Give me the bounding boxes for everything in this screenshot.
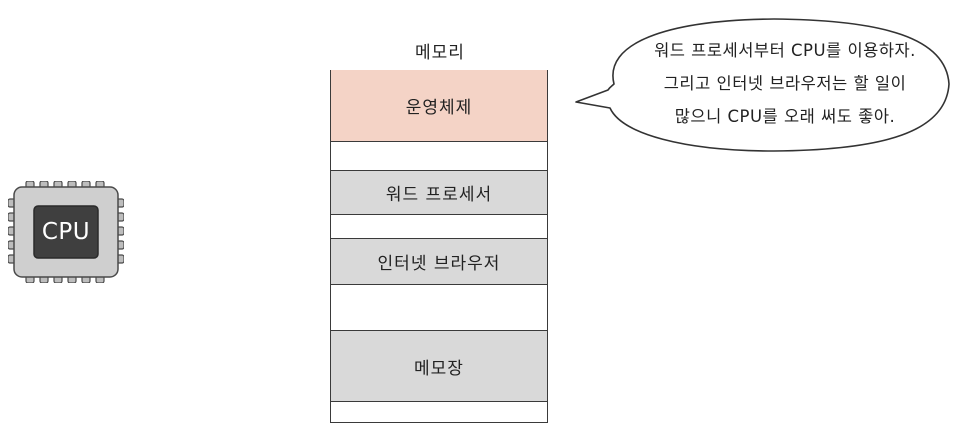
speech-bubble: 워드 프로세서부터 CPU를 이용하자. 그리고 인터넷 브라우저는 할 일이 … [574, 14, 974, 156]
memory-block-label: 인터넷 브라우저 [377, 254, 501, 274]
memory-block-label: 운영체제 [405, 98, 473, 118]
memory-block-word-processor: 워드 프로세서 [331, 170, 547, 215]
speech-bubble-text: 워드 프로세서부터 CPU를 이용하자. 그리고 인터넷 브라우저는 할 일이 … [610, 34, 960, 133]
speech-line: 워드 프로세서부터 CPU를 이용하자. [654, 41, 916, 60]
cpu-label: CPU [41, 219, 91, 245]
cpu-chip-icon [8, 181, 124, 283]
memory-box: 운영체제 워드 프로세서 인터넷 브라우저 메모장 [330, 70, 548, 423]
memory-block-label: 메모장 [414, 358, 464, 379]
speech-bubble-outline [575, 18, 950, 152]
memory-block-os: 운영체제 [331, 70, 547, 142]
memory-title: 메모리 [415, 43, 465, 63]
cpu-chip: CPU [8, 181, 124, 283]
memory-block-web-browser: 인터넷 브라우저 [331, 238, 547, 285]
memory-block-notepad: 메모장 [331, 330, 547, 402]
memory-block-label: 워드 프로세서 [385, 185, 493, 205]
speech-line: 많으니 CPU를 오래 써도 좋아. [674, 107, 896, 126]
speech-line: 그리고 인터넷 브라우저는 할 일이 [663, 74, 907, 93]
